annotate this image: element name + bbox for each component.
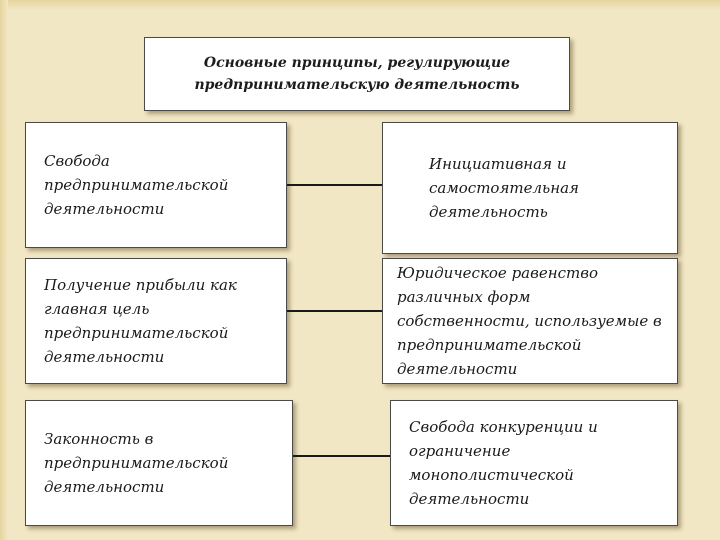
principle-text-legality: Законность в предпринимательской деятель…	[44, 430, 229, 496]
background-frame-left	[0, 0, 8, 540]
principle-box-freedom: Свобода предпринимательской деятельности	[25, 122, 287, 248]
principle-box-profit: Получение прибыли как главная цель предп…	[25, 258, 287, 384]
principle-text-legal-equality: Юридическое равенство различных форм соб…	[397, 264, 662, 378]
principle-box-legality: Законность в предпринимательской деятель…	[25, 400, 293, 526]
connector-line-1	[287, 184, 382, 186]
connector-line-3	[293, 455, 390, 457]
principle-text-competition: Свобода конкуренции и ограничение монопо…	[409, 418, 598, 508]
diagram-title: Основные принципы, регулирующие предприн…	[194, 55, 520, 93]
principle-box-initiative: Инициативная и самостоятельная деятельно…	[382, 122, 678, 254]
principle-text-profit: Получение прибыли как главная цель предп…	[44, 276, 237, 366]
principle-box-legal-equality: Юридическое равенство различных форм соб…	[382, 258, 678, 384]
connector-line-2	[287, 310, 382, 312]
principle-text-initiative: Инициативная и самостоятельная деятельно…	[429, 155, 579, 221]
diagram-title-box: Основные принципы, регулирующие предприн…	[144, 37, 570, 111]
principle-box-competition: Свобода конкуренции и ограничение монопо…	[390, 400, 678, 526]
background-frame-top	[0, 0, 720, 10]
principle-text-freedom: Свобода предпринимательской деятельности	[44, 152, 229, 218]
